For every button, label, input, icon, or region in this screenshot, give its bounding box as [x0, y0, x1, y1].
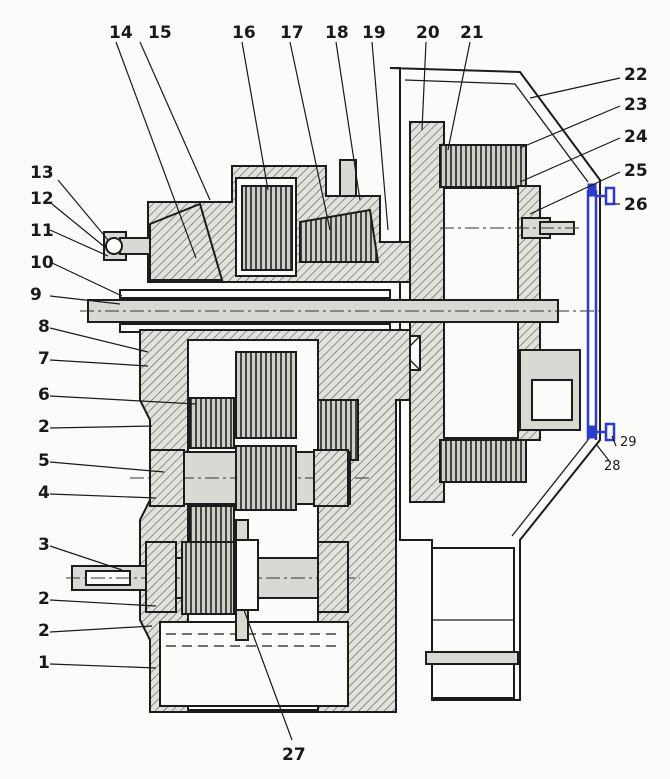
- callout-1: 1: [38, 653, 50, 673]
- gear-7: [189, 397, 235, 449]
- callout-17: 16: [232, 23, 256, 43]
- callout-numbers: 14 15 16 17 18 19 20 21 22 23 24 25 26 2…: [30, 23, 648, 765]
- gear-upper-cluster: [235, 351, 297, 439]
- callout-24: 23: [624, 95, 648, 115]
- callout-3: 2: [38, 589, 50, 609]
- drawing-body: [66, 67, 601, 713]
- callout-30: 29: [620, 435, 637, 450]
- callout-9: 8: [38, 317, 50, 337]
- callout-2-upper: 2: [38, 417, 50, 437]
- callout-2-lower: 2: [38, 621, 50, 641]
- callout-16: 15: [148, 23, 172, 43]
- leader-lines: [49, 41, 621, 741]
- callout-11: 10: [30, 253, 54, 273]
- callout-25: 24: [624, 127, 648, 147]
- callout-21: 20: [416, 23, 440, 43]
- callout-6: 5: [38, 451, 50, 471]
- callout-14: 13: [30, 163, 54, 183]
- callout-8: 7: [38, 349, 50, 369]
- callout-15: 14: [109, 23, 133, 43]
- callout-4: 3: [38, 535, 50, 555]
- callout-5: 4: [38, 483, 50, 503]
- callout-23: 22: [624, 65, 648, 85]
- latch-bottom-icon: [587, 425, 597, 439]
- callout-13: 12: [30, 189, 54, 209]
- latch-top-icon: [587, 183, 597, 197]
- callout-27: 26: [624, 195, 648, 215]
- clutch-friction-pack-top: [439, 144, 527, 188]
- callout-26: 25: [624, 161, 648, 181]
- callout-10: 9: [30, 285, 42, 305]
- callout-12: 11: [30, 221, 54, 241]
- callout-22: 21: [460, 23, 484, 43]
- pulley-guard: [431, 547, 515, 699]
- callout-20: 19: [362, 23, 386, 43]
- clutch-friction-pack-bottom: [439, 439, 527, 483]
- gear-17: [241, 185, 293, 271]
- bevel-gear-18: [299, 208, 380, 263]
- callout-28: 27: [282, 745, 306, 765]
- callout-19: 18: [325, 23, 349, 43]
- callout-18: 17: [280, 23, 304, 43]
- callout-7: 6: [38, 385, 50, 405]
- callout-29: 28: [604, 459, 621, 474]
